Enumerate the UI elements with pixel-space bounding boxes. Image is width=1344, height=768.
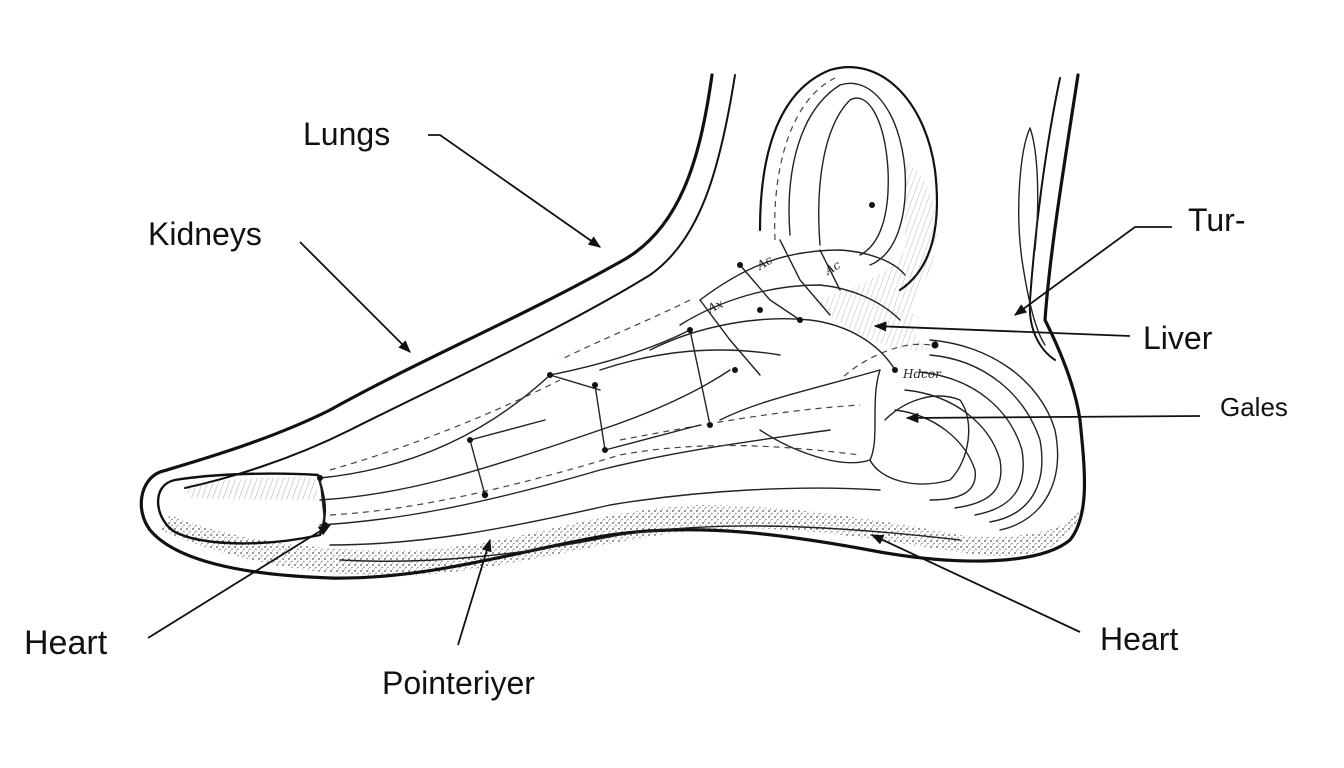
leader-tur [1013, 226, 1172, 316]
ankle-dome-inner-3 [774, 77, 836, 241]
leader-pointeriyer [457, 538, 492, 646]
joint-dots [317, 202, 939, 528]
metatarsal-bones [319, 329, 961, 562]
achilles-tendon [1018, 127, 1046, 346]
bone-mark-2: Ac [754, 253, 775, 273]
bone-mark-1: Ax [704, 296, 725, 316]
achilles-line [1028, 77, 1061, 361]
ankle-dome-inner-1 [788, 82, 907, 266]
bone-mark-4: Hdcor [902, 367, 942, 381]
leader-lines [147, 134, 1201, 646]
label-gales: Gales [1220, 392, 1288, 422]
label-liver: Liver [1143, 320, 1213, 356]
labels: Lungs Kidneys Tur- Liver Gales Heart Poi… [24, 116, 1288, 701]
foot-outline [139, 73, 1087, 580]
leader-heart-right [870, 534, 1081, 633]
leader-liver [873, 321, 1131, 337]
label-kidneys: Kidneys [148, 216, 262, 252]
label-heart-right: Heart [1100, 621, 1178, 657]
toe-nail-hatch [185, 477, 318, 500]
label-tur: Tur- [1188, 202, 1245, 238]
leader-lungs [428, 134, 602, 248]
ankle-shading [815, 160, 937, 351]
leader-heart-left [147, 524, 332, 639]
tarsal-bones [559, 239, 931, 464]
foot-illustration: Ax Ac Ac Hdcor [139, 66, 1087, 580]
ankle-dome-inner-2 [818, 97, 889, 256]
leader-gales [905, 412, 1201, 423]
leader-kidneys [299, 241, 411, 353]
label-pointeriyer: Pointeriyer [382, 665, 535, 701]
label-lungs: Lungs [303, 116, 390, 152]
label-heart-left: Heart [24, 624, 108, 662]
sole-shading [160, 505, 1082, 576]
heel-contours [869, 339, 1059, 531]
shin-front-line [184, 74, 736, 489]
